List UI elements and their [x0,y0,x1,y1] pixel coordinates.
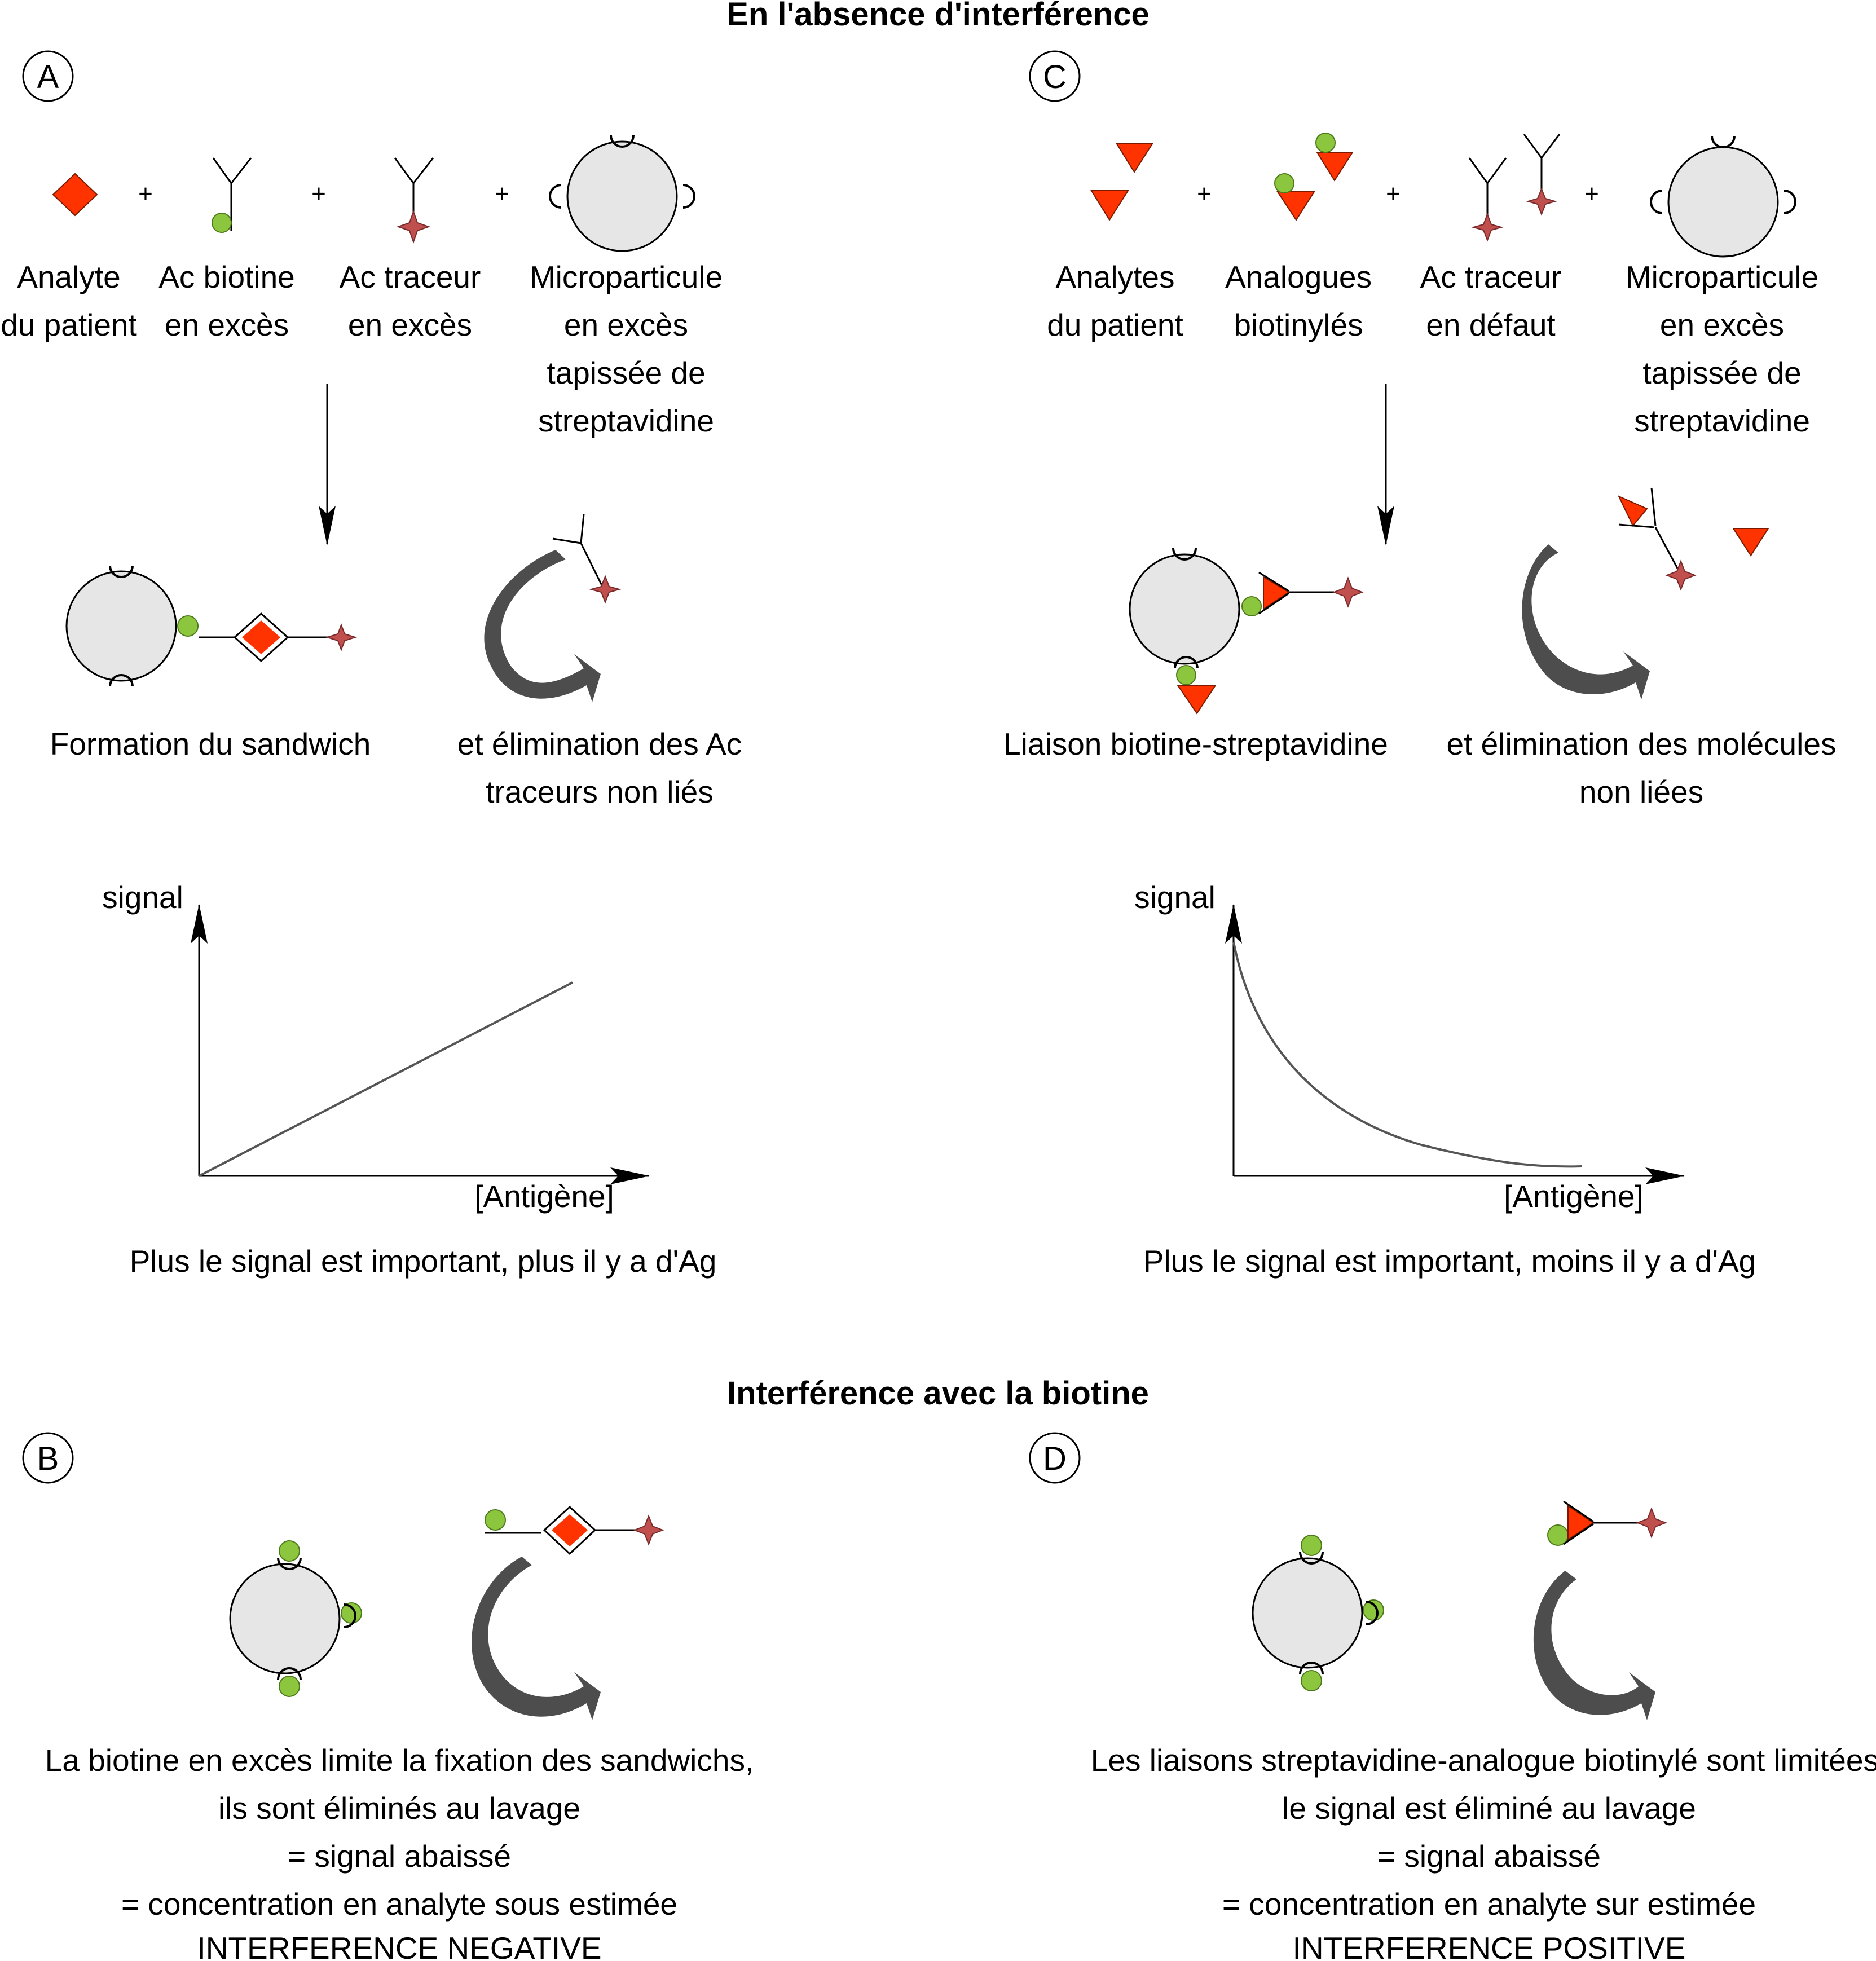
svg-text:A: A [37,59,59,95]
label-tracer-ab-line1: Ac traceur [340,259,481,294]
analyte-triangle-icon [1116,143,1153,173]
label-analogues-line1: Analogues [1225,259,1372,294]
curved-arrow-icon [1522,544,1650,699]
panel-a-component-labels: Analyte du patient Ac biotine en excès A… [1,259,723,438]
label-biotin-ab-line1: Ac biotine [158,259,295,294]
graph-a: signal [Antigène] [102,880,650,1214]
panel-a-sandwich-complex [65,565,358,687]
curved-arrow-icon [1533,1571,1655,1720]
label-tracer-ab-line1: Ac traceur [1420,259,1562,294]
tracer-antibody-icon [1468,134,1561,242]
x-axis-label: [Antigène] [474,1179,614,1214]
label-analytes-line1: Analytes [1056,259,1175,294]
label-analyte-line1: Analyte [17,259,120,294]
free-analyte-triangle-icon [1732,528,1769,557]
panel-d-explanation: Les liaisons streptavidine-analogue biot… [1091,1743,1876,1961]
step-label-sandwich: Formation du sandwich [50,726,371,761]
curved-arrow-icon [484,550,601,702]
explanation-line: = concentration en analyte sous estimée [121,1887,677,1922]
interference-verdict: INTERFERENCE NEGATIVE [197,1931,601,1961]
panel-d-saturated-particle [1252,1535,1384,1691]
label-tracer-ab-line2: en défaut [1426,307,1555,342]
free-tracer-with-analyte-icon [1617,487,1769,591]
biotinylated-analogue-icon [1274,133,1354,221]
plus-sign: + [1197,180,1212,208]
streptavidin-microparticle-icon [549,135,695,252]
svg-text:B: B [37,1440,59,1477]
label-biotin-ab-line2: en excès [165,307,289,342]
label-microparticle-line3: tapissée de [1642,355,1801,390]
panel-b-free-sandwich [485,1505,664,1555]
decreasing-signal-curve [1232,941,1583,1168]
graph-c: signal [Antigène] [1134,880,1685,1214]
label-microparticle-line1: Microparticule [1626,259,1818,294]
label-microparticle-line3: tapissée de [547,355,705,390]
tracer-antibody-icon [394,157,434,244]
panel-c-reagents: + + + [1090,133,1796,258]
interference-verdict: INTERFERENCE POSITIVE [1293,1931,1686,1961]
panel-d-free-complex [1547,1500,1667,1546]
plus-sign: + [1584,180,1599,208]
caption-a: Plus le signal est important, plus il y … [130,1244,717,1279]
label-analyte-line2: du patient [1,307,137,342]
linear-signal-curve [199,981,573,1177]
step-label-elimination-line2: non liées [1579,774,1703,809]
heading-biotin-interference: Interférence avec la biotine [727,1375,1149,1412]
panel-letter-b: B [22,1432,74,1484]
explanation-line: = signal abaissé [1377,1839,1601,1874]
svg-text:D: D [1043,1440,1067,1477]
explanation-line: = signal abaissé [288,1839,511,1874]
curved-arrow-icon [472,1557,601,1720]
heading-no-interference: En l'absence d'interférence [726,0,1150,33]
free-tracer-antibody-icon [552,514,622,604]
step-label-elimination-line1: et élimination des molécules [1447,726,1837,761]
panel-c-component-labels: Analytes du patient Analogues biotinylés… [1047,259,1818,438]
step-label-binding: Liaison biotine-streptavidine [1003,726,1388,761]
plus-sign: + [495,180,509,208]
explanation-line: Les liaisons streptavidine-analogue biot… [1091,1743,1876,1778]
panel-letter-a: A [22,50,74,102]
step-label-elimination-line1: et élimination des Ac [457,726,742,761]
step-label-elimination-line2: traceurs non liés [486,774,714,809]
analyte-diamond-icon [52,173,98,217]
plus-sign: + [1386,180,1401,208]
analyte-triangle-icon [1090,190,1129,221]
streptavidin-microparticle-icon [1650,135,1796,258]
panel-b-saturated-particle [229,1540,362,1697]
panel-c-bound-complex [1129,548,1364,715]
label-tracer-ab-line2: en excès [348,307,472,342]
label-microparticle-line1: Microparticule [530,259,723,294]
panel-a-reagents: + + + [52,135,695,252]
biotinylated-antibody-icon [212,157,252,233]
label-microparticle-line4: streptavidine [538,403,714,438]
panel-letter-c: C [1029,50,1081,102]
y-axis-label: signal [1134,880,1216,915]
label-microparticle-line2: en excès [1660,307,1784,342]
label-analytes-line2: du patient [1047,307,1183,342]
label-microparticle-line4: streptavidine [1634,403,1810,438]
panel-b-explanation: La biotine en excès limite la fixation d… [45,1743,754,1961]
y-axis-label: signal [102,880,183,915]
label-microparticle-line2: en excès [564,307,688,342]
explanation-line: ils sont éliminés au lavage [218,1791,580,1826]
plus-sign: + [138,180,153,208]
explanation-line: = concentration en analyte sur estimée [1222,1887,1756,1922]
caption-c: Plus le signal est important, moins il y… [1143,1244,1756,1279]
plus-sign: + [311,180,326,208]
x-axis-label: [Antigène] [1504,1179,1644,1214]
explanation-line: La biotine en excès limite la fixation d… [45,1743,754,1778]
label-analogues-line2: biotinylés [1234,307,1363,342]
svg-text:C: C [1043,59,1067,95]
panel-letter-d: D [1029,1432,1081,1484]
explanation-line: le signal est éliminé au lavage [1282,1791,1696,1826]
